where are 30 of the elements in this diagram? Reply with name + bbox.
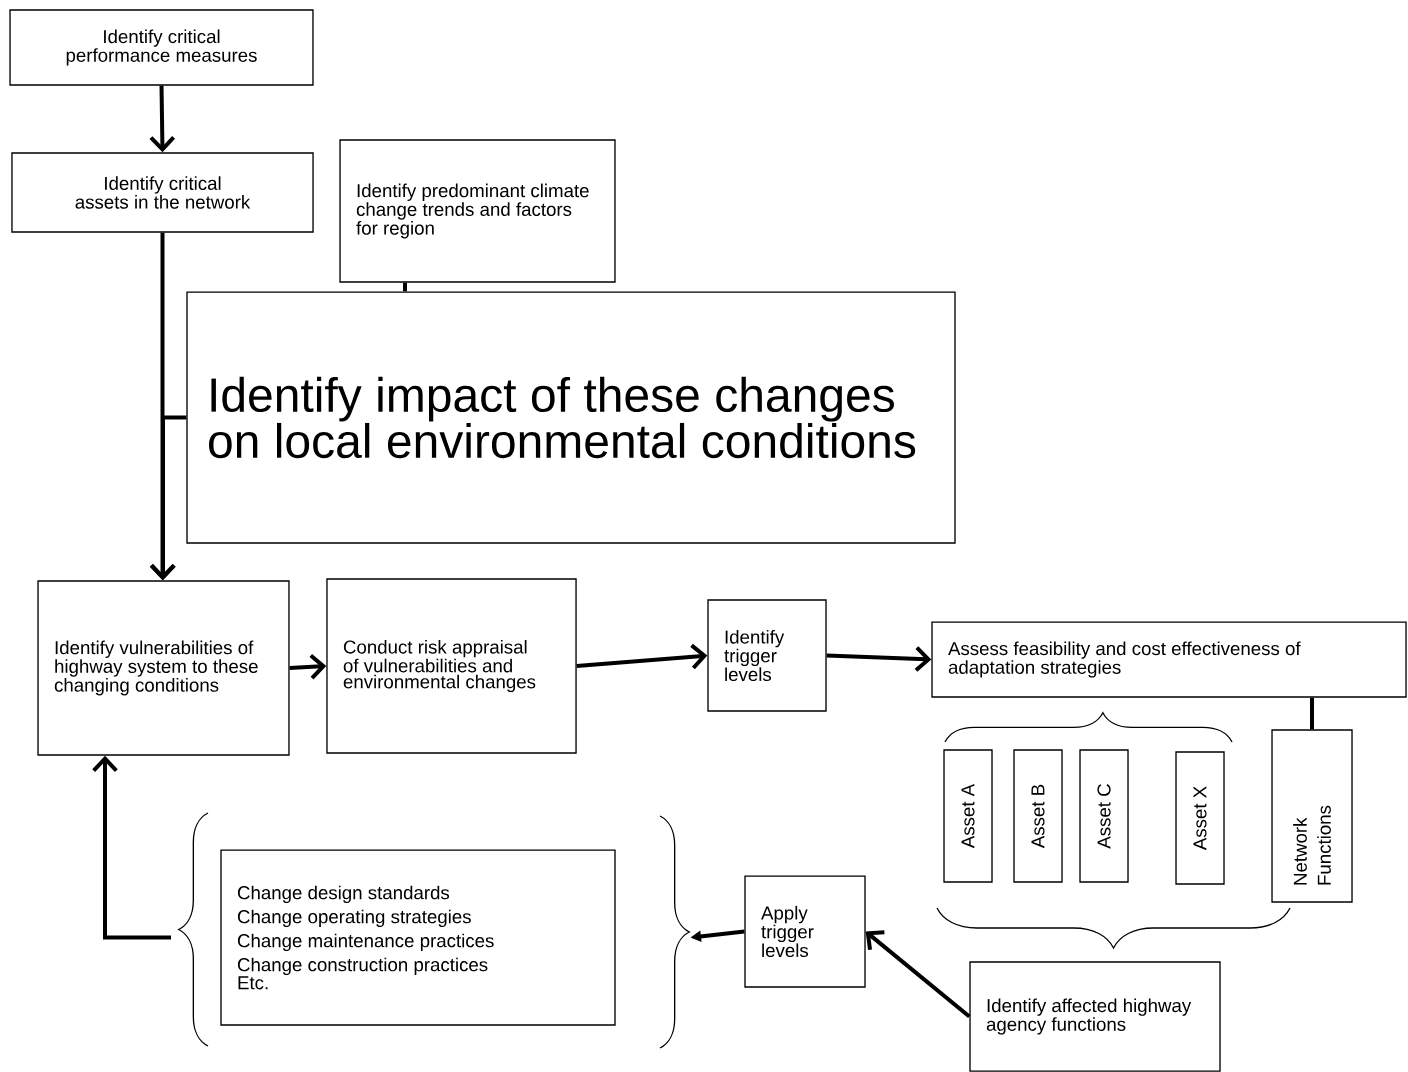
- process-box: Change design standards Change operating strategies Change maintenance practices Change construction practices Etc.: [220, 849, 616, 1026]
- process-box: Assess feasibility and cost effectiveness of adaptation strategies: [931, 621, 1407, 698]
- arrow: [149, 85, 176, 153]
- process-box: Apply trigger levels: [744, 875, 866, 988]
- arrow: [826, 646, 932, 672]
- arrow: [576, 643, 708, 670]
- process-box: Identify affected highway agency functions: [969, 961, 1221, 1072]
- process-box: Identify impact of these changes on local environmental conditions: [186, 291, 956, 544]
- process-box: Identify critical assets in the network: [11, 152, 314, 233]
- process-box: Identify predominant climate change trends and factors for region: [339, 139, 616, 283]
- node-label: Etc.: [238, 976, 268, 990]
- process-box: Identify trigger levels: [707, 599, 827, 712]
- arrow: [865, 930, 971, 1019]
- node-label: Change maintenance practices: [237, 933, 494, 952]
- node-label: Change construction practices: [237, 957, 488, 976]
- connector-line: [1310, 697, 1314, 730]
- asset-box: Asset A: [943, 749, 993, 883]
- asset-box: Asset B: [1013, 749, 1063, 883]
- node-label: Change design standards: [237, 885, 450, 904]
- process-box: Identify vulnerabilities of highway system to these changing conditions: [37, 580, 290, 756]
- connector-line: [403, 282, 407, 292]
- process-box: Conduct risk appraisal of vulnerabilities and environmental changes: [326, 578, 577, 754]
- asset-box: Asset X: [1175, 751, 1225, 885]
- arrow: [289, 654, 327, 680]
- arrow: [92, 755, 171, 940]
- asset-box: Network Functions: [1271, 729, 1353, 903]
- node-label: Change operating strategies: [237, 909, 471, 928]
- asset-box: Asset C: [1079, 749, 1129, 883]
- process-box: Identify critical performance measures: [9, 9, 314, 86]
- arrow: [150, 415, 187, 581]
